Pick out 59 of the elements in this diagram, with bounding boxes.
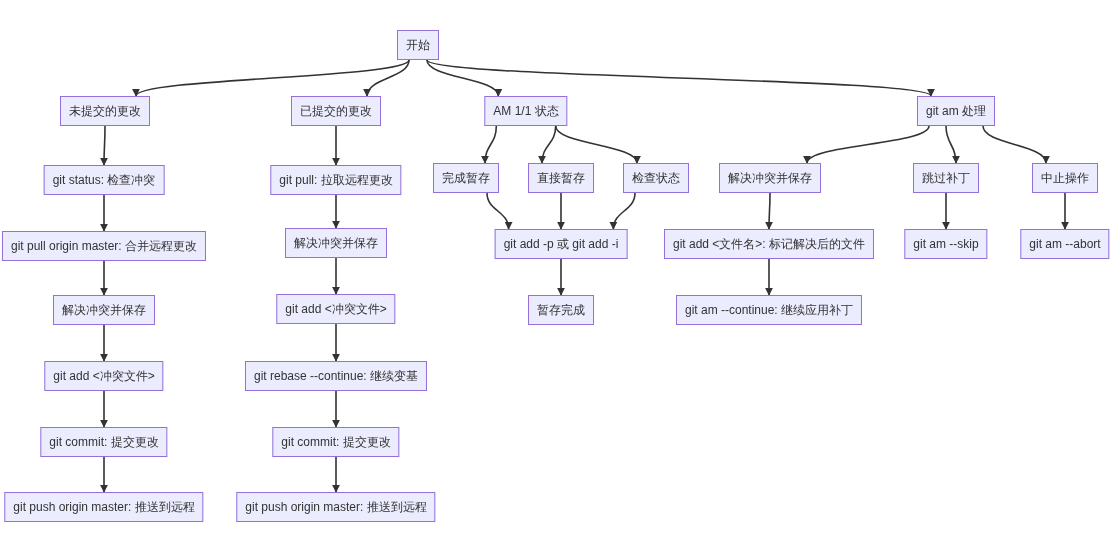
arrow <box>332 390 340 428</box>
arrow <box>945 125 960 164</box>
process-box: 解决冲突并保存 <box>53 295 155 325</box>
arrow <box>557 192 565 230</box>
arrow <box>765 192 774 230</box>
process-box: git add -p 或 git add -i <box>494 229 628 259</box>
arrow <box>538 125 557 164</box>
arrow <box>332 125 340 166</box>
arrow <box>982 125 1048 164</box>
process-box: git push origin master: 推送到远程 <box>236 492 436 522</box>
arrow <box>135 59 410 97</box>
process-box: git commit: 提交更改 <box>272 427 400 457</box>
process-box: 直接暂存 <box>528 163 594 193</box>
arrow <box>426 59 500 97</box>
arrow <box>942 192 950 230</box>
arrow <box>100 324 108 362</box>
process-box: git pull origin master: 合并远程更改 <box>2 231 206 261</box>
arrow <box>364 59 410 97</box>
arrow <box>1061 192 1069 230</box>
arrow <box>100 260 108 296</box>
process-box: git add <文件名>: 标记解决后的文件 <box>664 229 874 259</box>
arrow <box>332 194 340 229</box>
process-box: 中止操作 <box>1032 163 1098 193</box>
arrow <box>100 194 108 232</box>
process-box: 检查状态 <box>623 163 689 193</box>
process-box: 暂存完成 <box>528 295 594 325</box>
process-box: git am --abort <box>1020 229 1110 259</box>
arrow <box>610 192 636 230</box>
arrow <box>426 59 932 97</box>
process-box: AM 1/1 状态 <box>484 96 568 126</box>
process-box: 跳过补丁 <box>913 163 979 193</box>
arrow <box>481 125 498 164</box>
process-box: git add <冲突文件> <box>44 361 164 391</box>
arrow <box>806 125 930 164</box>
process-box: 解决冲突并保存 <box>285 228 387 258</box>
process-box: 完成暂存 <box>433 163 499 193</box>
process-box: git am --skip <box>904 229 988 259</box>
arrow <box>557 258 565 296</box>
process-box: git am --continue: 继续应用补丁 <box>676 295 862 325</box>
process-box: git push origin master: 推送到远程 <box>4 492 204 522</box>
arrow <box>100 125 109 166</box>
arrow <box>332 257 340 295</box>
arrow <box>554 125 639 164</box>
process-box: git pull: 拉取远程更改 <box>270 165 402 195</box>
process-box: git rebase --continue: 继续变基 <box>244 361 428 391</box>
process-box: git status: 检查冲突 <box>43 165 165 195</box>
process-box: 未提交的更改 <box>60 96 150 126</box>
arrow <box>332 456 340 493</box>
process-box: 开始 <box>397 30 439 60</box>
arrow <box>100 456 108 493</box>
process-box: git commit: 提交更改 <box>40 427 168 457</box>
arrow <box>765 258 773 296</box>
process-box: 解决冲突并保存 <box>719 163 821 193</box>
arrow <box>332 323 340 362</box>
process-box: git am 处理 <box>917 96 995 126</box>
arrow <box>486 192 512 230</box>
arrow <box>100 390 108 428</box>
process-box: git add <冲突文件> <box>276 294 396 324</box>
process-box: 已提交的更改 <box>291 96 381 126</box>
